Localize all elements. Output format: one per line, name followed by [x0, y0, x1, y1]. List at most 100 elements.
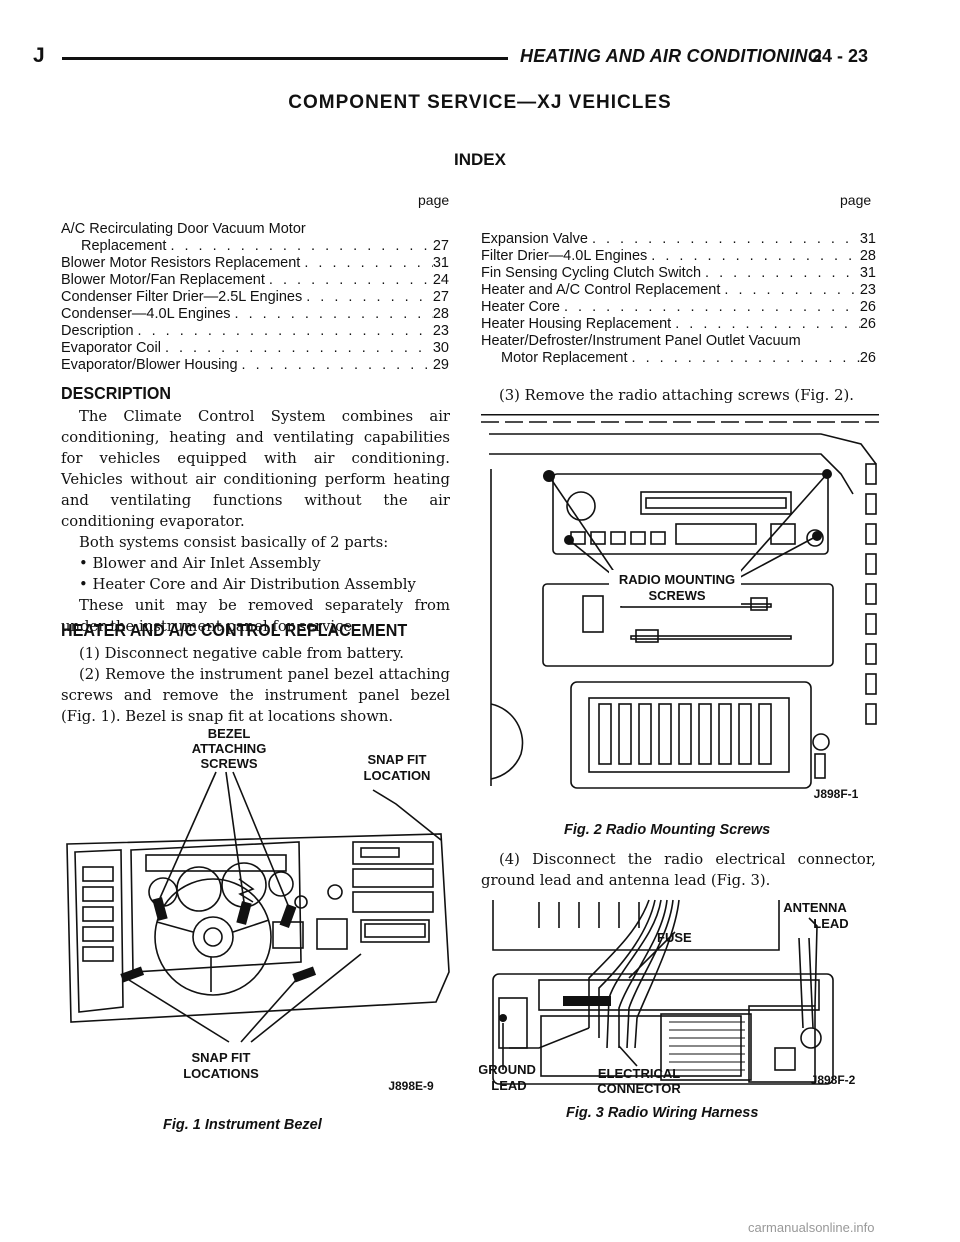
- index-entry[interactable]: Blower Motor Resistors Replacement 31: [61, 255, 449, 272]
- figure-radio-mounting-screws: RADIO MOUNTING SCREWS J898F-1: [481, 414, 879, 806]
- index-entry-label: Blower Motor Resistors Replacement: [61, 255, 301, 271]
- fig3-label: CONNECTOR: [597, 1081, 681, 1096]
- fig3-label: ANTENNA: [783, 900, 847, 915]
- index-entry-page: 23: [432, 323, 449, 339]
- fig3-label: LEAD: [491, 1078, 526, 1093]
- index-entry[interactable]: Blower Motor/Fan Replacement 24: [61, 272, 449, 289]
- description-heading: DESCRIPTION: [61, 383, 172, 403]
- bullet-text: Blower and Air Inlet Assembly: [92, 555, 321, 572]
- index-entry-page: 28: [432, 306, 449, 322]
- index-entry-label: Replacement: [81, 238, 167, 254]
- index-entry-label: Heater Core: [481, 299, 560, 315]
- index-entry-label: Evaporator Coil: [61, 340, 161, 356]
- fig2-code: J898F-1: [814, 787, 859, 801]
- index-entry-label[interactable]: Heater/Defroster/Instrument Panel Outlet…: [481, 333, 801, 349]
- fig3-label: FUSE: [657, 930, 692, 945]
- index-entry-label: Heater and A/C Control Replacement: [481, 282, 721, 298]
- index-right-column: Expansion Valve 31 Filter Drier—4.0L Engi…: [481, 231, 876, 367]
- index-entry[interactable]: Replacement 27: [61, 238, 449, 255]
- bullet-item: • Heater Core and Air Distribution Assem…: [79, 576, 416, 593]
- fig2-label: SCREWS: [648, 588, 705, 603]
- description-paragraph: The Climate Control System combines air …: [61, 408, 450, 530]
- index-entry-label: Condenser Filter Drier—2.5L Engines: [61, 289, 303, 305]
- page-title: COMPONENT SERVICE—XJ VEHICLES: [288, 92, 672, 113]
- bullet-item: • Blower and Air Inlet Assembly: [79, 555, 321, 572]
- index-title: INDEX: [454, 150, 506, 169]
- index-entry-label: Motor Replacement: [501, 350, 628, 366]
- fig1-label: SCREWS: [200, 756, 257, 771]
- index-entry[interactable]: Heater Core 26: [481, 299, 876, 316]
- step-1: (1) Disconnect negative cable from batte…: [79, 645, 404, 662]
- fig1-label: SNAP FIT: [192, 1050, 251, 1065]
- description-paragraph: These unit may be removed separately fro…: [61, 597, 450, 635]
- fig1-label: BEZEL: [208, 726, 251, 741]
- index-entry[interactable]: Filter Drier—4.0L Engines 28: [481, 248, 876, 265]
- bullet-text: Heater Core and Air Distribution Assembl…: [92, 576, 416, 593]
- index-entry-page: 26: [859, 350, 876, 366]
- index-entry[interactable]: Fin Sensing Cycling Clutch Switch 31: [481, 265, 876, 282]
- index-entry-page: 26: [859, 316, 876, 332]
- index-entry[interactable]: Heater Housing Replacement 26: [481, 316, 876, 333]
- index-entry-page: 27: [432, 238, 449, 254]
- index-entry-page: 31: [432, 255, 449, 271]
- index-entry-page: 31: [859, 265, 876, 281]
- description-paragraph: Both systems consist basically of 2 part…: [79, 534, 389, 551]
- index-entry[interactable]: Condenser Filter Drier—2.5L Engines 27: [61, 289, 449, 306]
- index-page-label-right: page: [840, 192, 872, 208]
- header-rule: [62, 57, 508, 60]
- figure-radio-wiring-harness: FUSE ANTENNA LEAD GROUND LEAD ELECTRICAL…: [479, 898, 881, 1098]
- index-entry-page: 29: [432, 357, 449, 373]
- fig1-code: J898E-9: [388, 1079, 434, 1093]
- index-entry-page: 31: [859, 231, 876, 247]
- fig1-label: ATTACHING: [192, 741, 267, 756]
- index-page-label-left: page: [418, 192, 450, 208]
- heater-control-body: (1) Disconnect negative cable from batte…: [61, 643, 450, 727]
- index-entry[interactable]: Evaporator Coil 30: [61, 340, 449, 357]
- index-entry-label: Fin Sensing Cycling Clutch Switch: [481, 265, 702, 281]
- fig1-caption: Fig. 1 Instrument Bezel: [163, 1117, 322, 1133]
- header-page-number: 24 - 23: [812, 46, 869, 66]
- index-entry-page: 28: [859, 248, 876, 264]
- step-3: (3) Remove the radio attaching screws (F…: [499, 387, 854, 404]
- index-left-column: A/C Recirculating Door Vacuum Motor Repl…: [61, 221, 449, 374]
- index-entry-page: 27: [432, 289, 449, 305]
- index-entry[interactable]: Expansion Valve 31: [481, 231, 876, 248]
- index-entry-label: Expansion Valve: [481, 231, 588, 247]
- fig3-label: GROUND: [479, 1062, 536, 1077]
- index-entry-page: 26: [859, 299, 876, 315]
- index-entry-label[interactable]: A/C Recirculating Door Vacuum Motor: [61, 221, 306, 237]
- watermark: carmanualsonline.info: [748, 1220, 875, 1235]
- step-4-block: (4) Disconnect the radio electrical conn…: [481, 849, 876, 891]
- index-entry[interactable]: Condenser—4.0L Engines 28: [61, 306, 449, 323]
- header-title: HEATING AND AIR CONDITIONING: [520, 46, 822, 66]
- fig1-label: SNAP FIT: [368, 752, 427, 767]
- header-letter: J: [33, 44, 45, 67]
- fig3-label: ELECTRICAL: [598, 1066, 680, 1081]
- index-entry-label: Description: [61, 323, 134, 339]
- fig3-code: J898F-2: [811, 1073, 856, 1087]
- fig3-label: LEAD: [813, 916, 848, 931]
- index-entry-page: 24: [432, 272, 449, 288]
- fig3-caption: Fig. 3 Radio Wiring Harness: [566, 1105, 759, 1121]
- index-entry-label: Filter Drier—4.0L Engines: [481, 248, 648, 264]
- index-entry[interactable]: Motor Replacement 26: [481, 350, 876, 367]
- index-entry[interactable]: Description 23: [61, 323, 449, 340]
- index-entry[interactable]: Heater and A/C Control Replacement 23: [481, 282, 876, 299]
- fig2-caption: Fig. 2 Radio Mounting Screws: [564, 822, 771, 838]
- heater-control-heading: HEATER AND A/C CONTROL REPLACEMENT: [61, 620, 408, 640]
- figure-instrument-bezel: BEZEL ATTACHING SCREWS SNAP FIT LOCATION…: [61, 722, 453, 1112]
- fig1-label: LOCATION: [364, 768, 431, 783]
- fig2-label: RADIO MOUNTING: [619, 572, 735, 587]
- step-3-block: (3) Remove the radio attaching screws (F…: [481, 385, 876, 406]
- step-4: (4) Disconnect the radio electrical conn…: [481, 851, 876, 889]
- index-entry[interactable]: Evaporator/Blower Housing 29: [61, 357, 449, 374]
- index-entry-label: Condenser—4.0L Engines: [61, 306, 231, 322]
- index-entry-page: 30: [432, 340, 449, 356]
- index-entry-label: Blower Motor/Fan Replacement: [61, 272, 265, 288]
- fig1-label: LOCATIONS: [183, 1066, 259, 1081]
- step-2: (2) Remove the instrument panel bezel at…: [61, 666, 450, 725]
- index-entry-label: Evaporator/Blower Housing: [61, 357, 238, 373]
- description-body: The Climate Control System combines air …: [61, 406, 450, 637]
- index-entry-page: 23: [859, 282, 876, 298]
- index-entry-label: Heater Housing Replacement: [481, 316, 672, 332]
